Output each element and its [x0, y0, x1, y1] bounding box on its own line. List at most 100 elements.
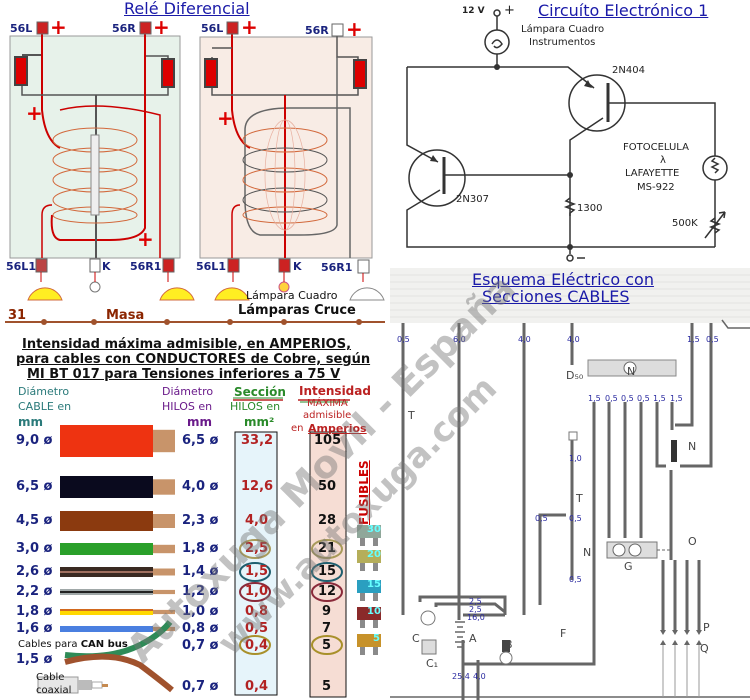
label-56r: 56R [305, 24, 329, 37]
circuit-title[interactable]: Circuíto Electrónico 1 [538, 1, 709, 20]
section-value: 2,5 [245, 541, 269, 556]
cable-stripe [60, 609, 153, 611]
col-cable-unit: mm [18, 415, 44, 429]
coax-label: Cable [36, 672, 65, 683]
cable-stripe [60, 571, 153, 573]
table-title-line-2: para cables con CONDUCTORES de Cobre, se… [16, 352, 371, 367]
fuse-body [357, 607, 381, 620]
section-value: 0,4 [245, 679, 269, 694]
component-letter: G [624, 560, 633, 573]
cable-diameter: 6,5 ø [16, 479, 53, 494]
col-wires-header: HILOS en [162, 400, 213, 413]
cable-section-label: 0,5 [569, 575, 582, 584]
wire-diameter: 2,3 ø [182, 513, 219, 528]
current-value: 9 [322, 604, 332, 619]
schematic-title[interactable]: Secciones CABLES [482, 287, 630, 306]
terminal-k [278, 258, 291, 273]
label-k: K [102, 260, 111, 273]
plus-sign: + [153, 15, 170, 39]
section-value: 1,5 [245, 564, 269, 579]
resistor-label: 1300 [577, 203, 603, 214]
wire-diameter: 1,0 ø [182, 604, 219, 619]
wire-diameter: 0,7 ø [182, 638, 219, 653]
plus-sign: + [217, 106, 234, 130]
wire-diameter: 0,8 ø [182, 621, 219, 636]
cable-section-label: 0,5 [637, 394, 650, 403]
photocell-model: MS-922 [637, 182, 675, 193]
fuse-body [357, 550, 381, 563]
cable-section-label: 0,5 [605, 394, 618, 403]
table-title-line-3: MI BT 017 para Tensiones inferiores a 75… [27, 367, 341, 382]
col-wires-header: Diámetro [162, 385, 214, 398]
cable-diameter: 2,6 ø [16, 564, 53, 579]
fuse-blade [360, 563, 365, 571]
label-56l1: 56L1 [196, 260, 226, 273]
terminal-56l [36, 21, 49, 35]
fuse-value: 20 [367, 549, 381, 560]
copper-strands [153, 544, 175, 554]
cable-sample [60, 425, 153, 457]
cable-section-label: 6,0 [453, 335, 466, 344]
fuse-blade [373, 593, 378, 601]
component-letter: T [576, 492, 583, 505]
wire-diameter: 1,2 ø [182, 584, 219, 599]
terminal-56r [331, 23, 344, 37]
label-56r: 56R [112, 22, 136, 35]
battery-symbol [455, 621, 465, 648]
transistor-2n307-label: 2N307 [456, 194, 489, 205]
coax-cable [37, 676, 108, 694]
cable-section-label: 1,5 [588, 394, 601, 403]
col-current-header: Intensidad [299, 384, 371, 398]
photocell-lambda: λ [660, 155, 666, 166]
component-letter: P [703, 621, 710, 634]
col-current-header: MÁXIMA [307, 398, 348, 409]
can-bus-label-pre: Cables para [18, 639, 78, 650]
fuse-value: 30 [367, 524, 381, 535]
fuse-blade [373, 620, 378, 628]
cable-section-label: 1,0 [569, 454, 582, 463]
fuse-blade [373, 538, 378, 546]
current-value: 7 [322, 621, 332, 636]
fuse-blade [360, 647, 365, 655]
component-letter: C [412, 632, 420, 645]
section-value: 1,0 [245, 584, 269, 599]
photocell-label: FOTOCELULA [623, 142, 689, 153]
cable-stripe [60, 591, 153, 593]
label-56l: 56L [10, 22, 33, 35]
col-section-unit: mm² [244, 415, 275, 429]
relay-title[interactable]: Relé Diferencial [124, 0, 250, 18]
panel-lamp-label: Lámpara Cuadro [246, 289, 338, 302]
terminal-k [89, 258, 101, 273]
plus-sign: + [346, 17, 363, 41]
col-current-unit: Amperios [308, 422, 367, 435]
wire-diameter: 1,4 ø [182, 564, 219, 579]
fuse-blade [373, 647, 378, 655]
section-value: 12,6 [241, 479, 274, 494]
wire-diameter: 0,7 ø [182, 679, 219, 694]
cable-diameter: 1,5 ø [16, 652, 53, 667]
terminal-56r1 [357, 259, 370, 274]
value-highlights [239, 539, 343, 655]
section-value: 0,8 [245, 604, 269, 619]
cable-section-label: 0,5 [621, 394, 634, 403]
fuse-body [357, 525, 381, 538]
can-bus-label: Cables para CAN bus [18, 640, 128, 650]
section-value: 33,2 [241, 433, 274, 448]
schematic-title[interactable]: Esquema Eléctrico con [472, 270, 654, 289]
cable-section-label: 0,5 [569, 514, 582, 523]
relay-terminals [35, 21, 370, 274]
section-value: 0,4 [245, 638, 269, 653]
wire-diameter: 1,8 ø [182, 541, 219, 556]
component-letter: O [688, 535, 697, 548]
label-56l: 56L [201, 22, 224, 35]
fuse-value: 10 [367, 606, 381, 617]
component-letter: N [583, 546, 592, 559]
copper-strands [153, 609, 175, 615]
ground-label: Masa [106, 308, 145, 323]
terminal-56r [139, 21, 152, 35]
lamps [27, 272, 385, 301]
panel-lamp-symbol [484, 29, 510, 55]
fuse-blade [360, 620, 365, 628]
col-wires-unit: mm [187, 415, 213, 429]
col-cable-header: Diámetro [18, 385, 70, 398]
